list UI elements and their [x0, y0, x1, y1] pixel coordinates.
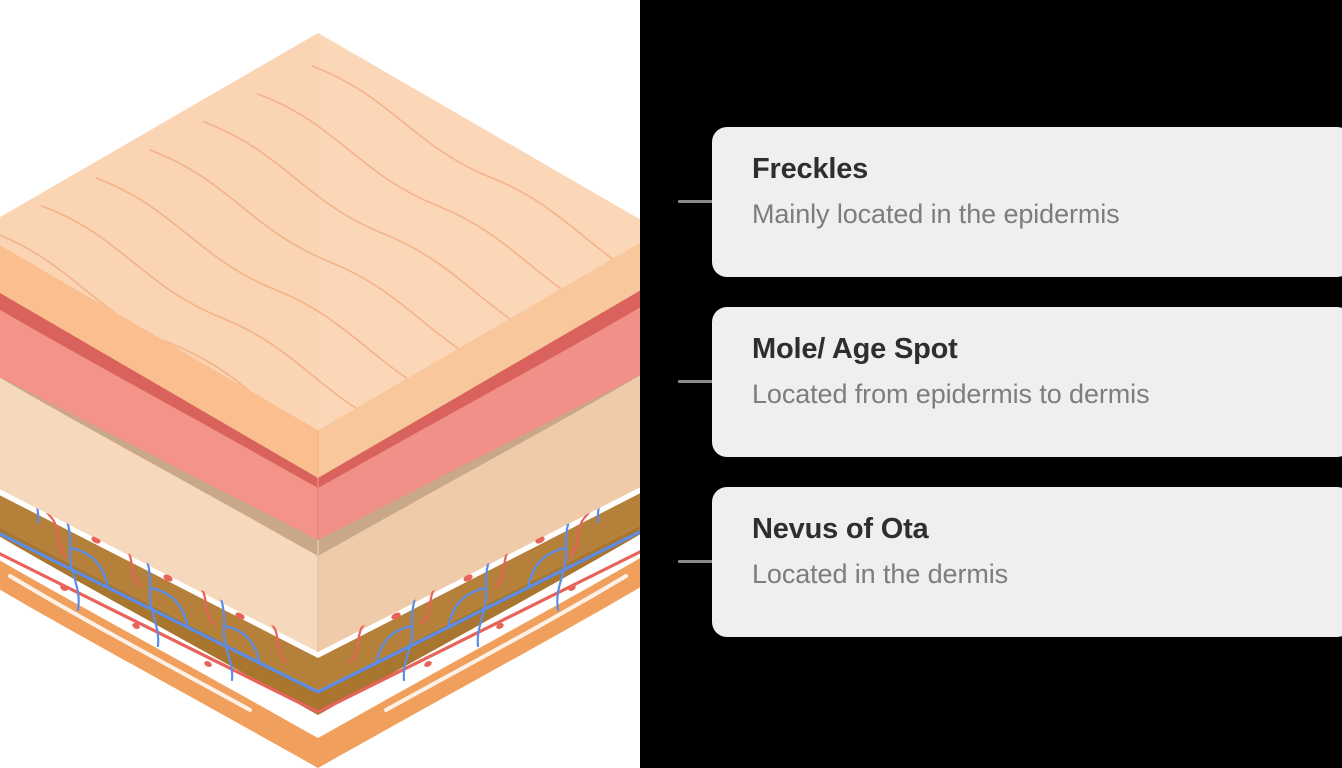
skin-texture-lines	[0, 65, 640, 430]
card-subtitle-freckles: Mainly located in the epidermis	[752, 199, 1120, 230]
connector-line-mole-age-spot	[678, 380, 714, 383]
card-subtitle-nevus-of-ota: Located in the dermis	[752, 559, 1009, 590]
connector-line-nevus-of-ota	[678, 560, 714, 563]
layer-hypodermis	[0, 493, 640, 768]
layer-epidermis	[0, 33, 640, 478]
card-subtitle-mole-age-spot: Located from epidermis to dermis	[752, 379, 1150, 410]
connector-line-freckles	[678, 200, 714, 203]
info-cards-panel: Freckles Mainly located in the epidermis…	[640, 0, 1342, 768]
info-card-mole-age-spot[interactable]: Mole/ Age Spot Located from epidermis to…	[712, 307, 1342, 457]
card-title-nevus-of-ota: Nevus of Ota	[752, 513, 929, 545]
skin-cross-section-diagram	[0, 33, 640, 768]
illustration-panel	[0, 0, 640, 768]
info-card-nevus-of-ota[interactable]: Nevus of Ota Located in the dermis	[712, 487, 1342, 637]
card-title-mole-age-spot: Mole/ Age Spot	[752, 333, 958, 365]
info-card-freckles[interactable]: Freckles Mainly located in the epidermis	[712, 127, 1342, 277]
card-title-freckles: Freckles	[752, 153, 869, 185]
